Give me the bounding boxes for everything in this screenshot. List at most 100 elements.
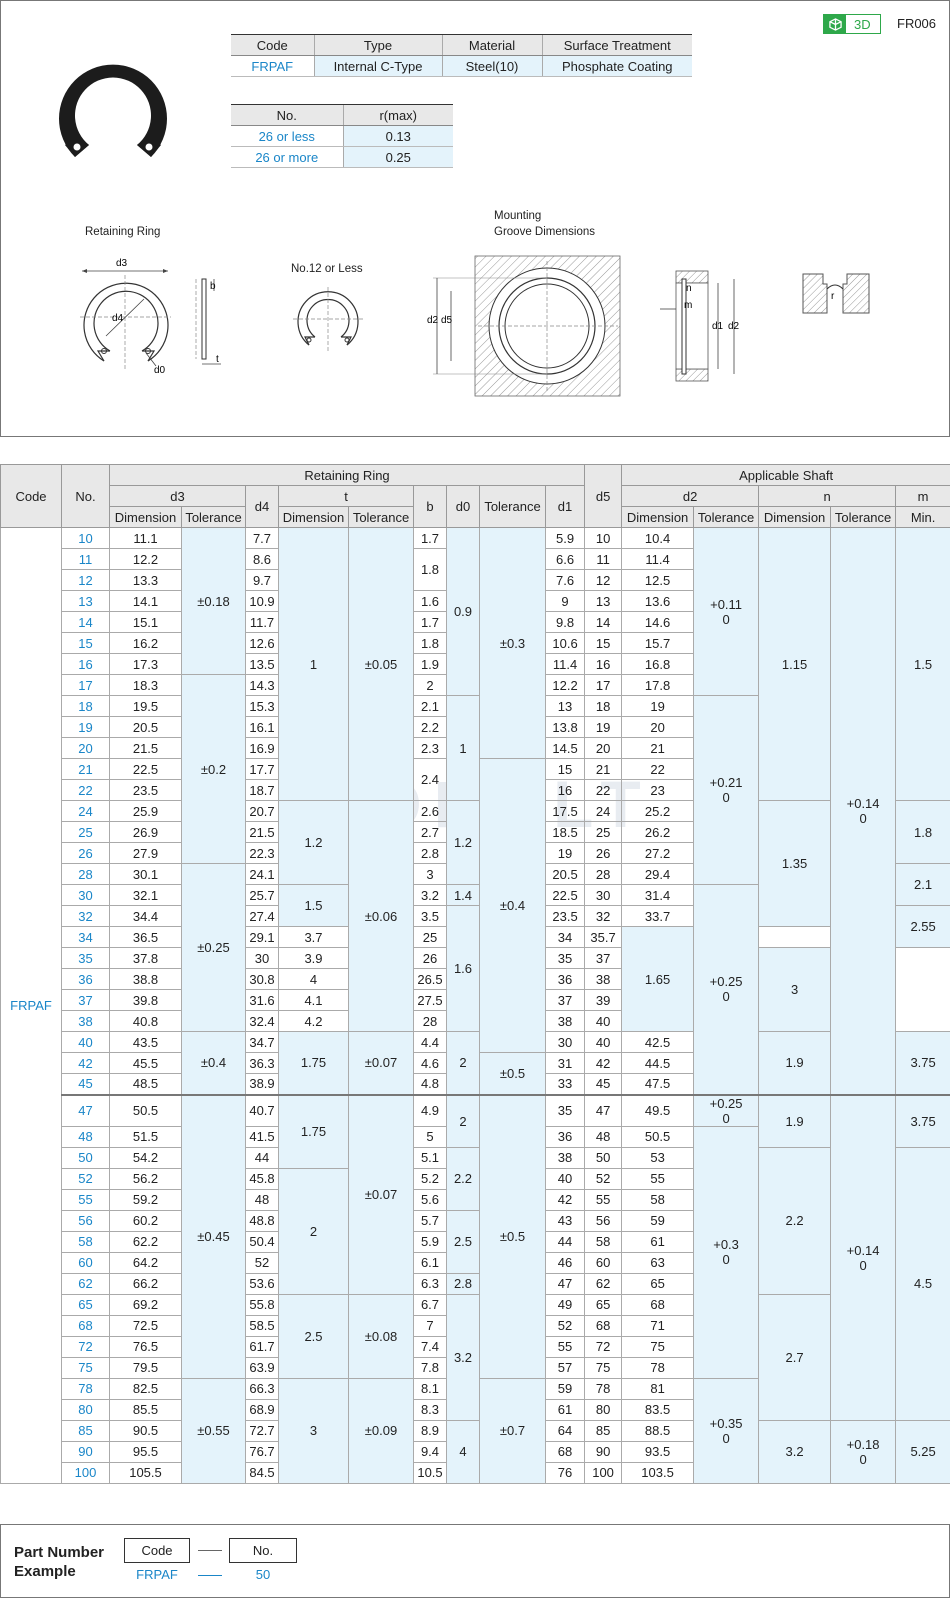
d5-cell: 35 — [544, 1093, 586, 1127]
b-cell: 8.3 — [413, 1398, 447, 1421]
d3-dimension-cell: 79.5 — [109, 1356, 182, 1379]
d1-cell: 19 — [584, 716, 623, 738]
b-cell: 3.7 — [278, 926, 349, 948]
d3-dimension-cell: 72.5 — [109, 1314, 182, 1337]
d1-cell: 75 — [584, 1356, 623, 1379]
code-cell: FRPAF — [0, 527, 62, 1484]
d5-cell: 16 — [544, 779, 586, 801]
label-b: b — [210, 281, 216, 292]
d1-cell: 12 — [584, 569, 623, 591]
b-cell: 2.2 — [413, 716, 447, 738]
d5-cell: 55 — [544, 1335, 586, 1358]
d3-dimension-cell: 85.5 — [109, 1398, 182, 1421]
3d-label: 3D — [854, 16, 871, 32]
d4-cell: 25.7 — [245, 884, 279, 906]
d4-cell: 7.7 — [245, 527, 279, 549]
d1-cell: 50 — [584, 1146, 623, 1169]
b-cell: 2.7 — [413, 821, 447, 843]
no-cell: 32 — [61, 905, 110, 927]
b-cell: 9.4 — [413, 1440, 447, 1463]
no-cell: 42 — [61, 1052, 110, 1074]
d5-cell: 52 — [544, 1314, 586, 1337]
part-number-title-line1: Part Number — [14, 1544, 105, 1561]
small-ring-drawing — [293, 287, 363, 353]
d1-cell: 24 — [584, 800, 623, 822]
d3-dimension-cell: 34.4 — [109, 905, 182, 927]
d4-cell: 29.1 — [245, 926, 279, 948]
d0-tolerance-cell: ±0.7 — [479, 1377, 546, 1484]
d2-dimension-cell: 19 — [621, 695, 695, 717]
d3-dimension-cell: 18.3 — [109, 674, 182, 696]
d5-cell: 13 — [544, 695, 586, 717]
no-cell: 15 — [61, 632, 110, 654]
d4-cell: 45.8 — [245, 1167, 279, 1190]
product-overview-panel: 3D FR006 Code Type Material Surface Trea… — [0, 0, 950, 437]
d0-tolerance-cell: ±0.4 — [479, 758, 546, 1053]
d3-dimension-cell: 43.5 — [109, 1031, 182, 1053]
d1-cell: 38 — [544, 1010, 586, 1032]
pn-no-value: 50 — [255, 1567, 271, 1582]
no-cell: 80 — [61, 1398, 110, 1421]
d1-cell: 17 — [584, 674, 623, 696]
d5-cell: 20.5 — [544, 863, 586, 885]
b-cell: 2.3 — [413, 737, 447, 759]
d4-cell: 27.4 — [245, 905, 279, 927]
d1-cell: 25 — [584, 821, 623, 843]
d1-cell: 20 — [584, 737, 623, 759]
caption-mounting-2: Groove Dimensions — [494, 226, 595, 238]
col-header-d0-tolerance: Tolerance — [479, 485, 546, 528]
d1-cell: 68 — [584, 1314, 623, 1337]
d1-cell: 36 — [544, 968, 586, 990]
b-cell: 7.8 — [413, 1356, 447, 1379]
b-cell: 10.5 — [413, 1461, 447, 1484]
b-cell: 1.9 — [413, 653, 447, 675]
d0-cell: 2.2 — [446, 1146, 480, 1211]
no-cell: 78 — [61, 1377, 110, 1400]
b-cell: 4.1 — [278, 989, 349, 1011]
d2-dimension-cell: 11.4 — [621, 548, 695, 570]
no-cell: 25 — [61, 821, 110, 843]
d4-cell: 30.8 — [245, 968, 279, 990]
d4-cell: 22.3 — [245, 842, 279, 864]
t-tolerance-cell: ±0.07 — [348, 1093, 414, 1295]
pn-separator — [198, 1550, 222, 1551]
d1-cell: 37 — [544, 989, 586, 1011]
d5-cell: 76 — [544, 1461, 586, 1484]
b-cell: 4.9 — [413, 1093, 447, 1127]
spec-header-type: Type — [313, 34, 442, 56]
d2-dimension-cell: 16.8 — [621, 653, 695, 675]
col-header-d2: d2 — [621, 485, 760, 507]
d1-cell: 60 — [584, 1251, 623, 1274]
d3-dimension-cell: 12.2 — [109, 548, 182, 570]
no-cell: 19 — [61, 716, 110, 738]
d5-cell: 57 — [544, 1356, 586, 1379]
d5-cell: 7.6 — [544, 569, 586, 591]
d4-cell: 21.5 — [245, 821, 279, 843]
col-header-d4: d4 — [245, 485, 279, 528]
label-d0: d0 — [154, 365, 166, 376]
3d-model-button[interactable]: 3D — [823, 14, 881, 34]
d0-cell: 4 — [446, 1419, 480, 1484]
no-cell: 100 — [61, 1461, 110, 1484]
d5-cell: 27.5 — [413, 989, 447, 1011]
b-cell: 6.1 — [413, 1251, 447, 1274]
d1-cell: 85 — [584, 1419, 623, 1442]
d3-tolerance-cell: ±0.2 — [181, 674, 246, 864]
no-cell: 58 — [61, 1230, 110, 1253]
d5-cell: 28 — [413, 1010, 447, 1032]
no-cell: 65 — [61, 1293, 110, 1316]
d1-cell: 62 — [584, 1272, 623, 1295]
t-dimension-cell: 1.75 — [278, 1031, 349, 1095]
t-dimension-cell: 1 — [278, 527, 349, 801]
d2-dimension-cell: 23 — [621, 779, 695, 801]
t-tolerance-cell: ±0.08 — [348, 1293, 414, 1379]
d1-cell: 45 — [584, 1073, 623, 1095]
d2-dimension-cell: 103.5 — [621, 1461, 695, 1484]
d0-cell: 2.8 — [446, 1272, 480, 1295]
no-cell: 21 — [61, 758, 110, 780]
d5-cell: 42 — [544, 1188, 586, 1211]
